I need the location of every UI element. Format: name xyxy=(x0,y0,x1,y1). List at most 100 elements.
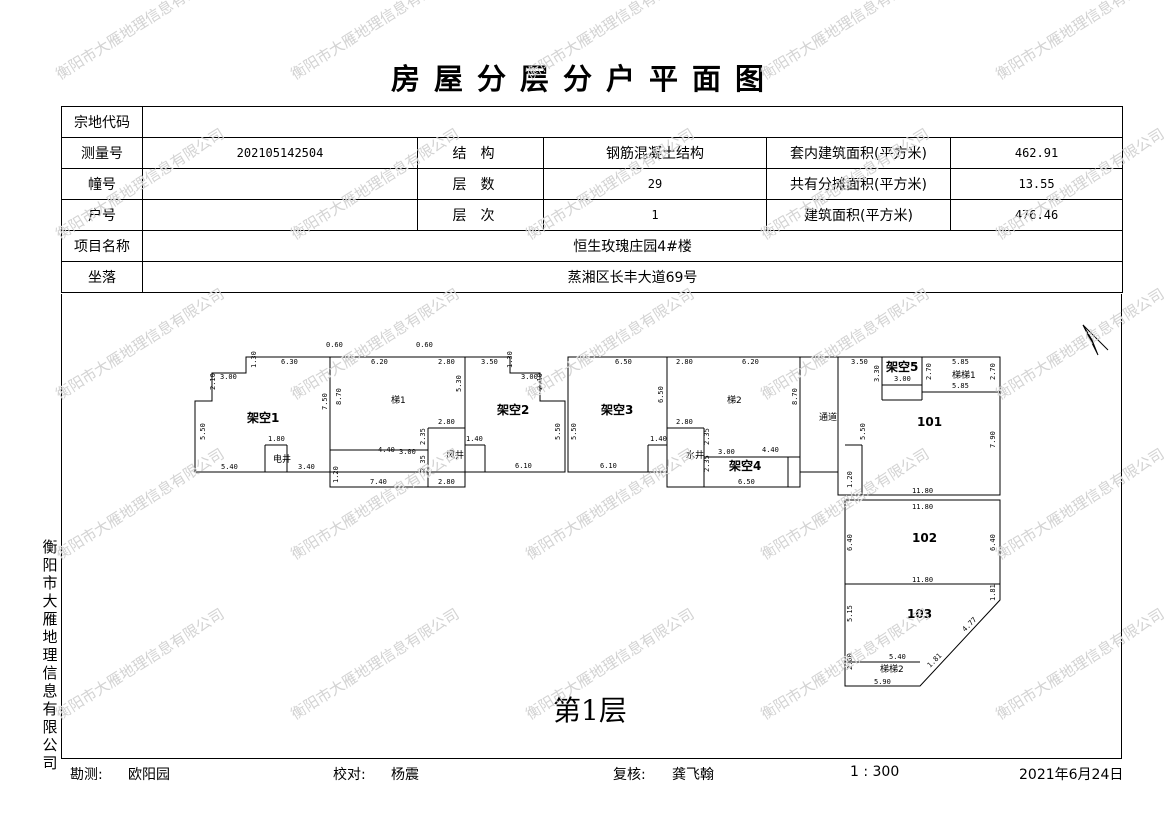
plan-wall-stair1-bottom xyxy=(329,472,466,488)
dim-label: 1.80 xyxy=(268,435,285,443)
dim-label: 1.30 xyxy=(250,351,258,368)
structure-value: 钢筋混凝土结构 xyxy=(543,137,767,169)
parcel-code-label: 宗地代码 xyxy=(61,106,143,138)
dim-label: 5.90 xyxy=(874,678,891,686)
dim-label: 3.00 xyxy=(718,448,735,456)
dim-label: 5.40 xyxy=(889,653,906,661)
dim-label: 4.77 xyxy=(961,616,979,634)
checker-label: 校对: xyxy=(333,767,366,783)
drawing-frame xyxy=(61,294,1122,759)
dim-label: 4.40 xyxy=(762,446,779,454)
dim-label: 8.70 xyxy=(791,388,799,405)
dim-label: 6.50 xyxy=(738,478,755,486)
building-label: 幢号 xyxy=(61,168,143,200)
watermark-text: 衡阳市大雁地理信息有限公司 xyxy=(53,125,228,244)
north-arrow-line xyxy=(1082,324,1109,351)
scale-text: 1 : 300 xyxy=(850,764,900,780)
building-area-value: 476.46 xyxy=(949,199,1124,231)
plan-wall-stair2 xyxy=(666,356,801,488)
dim-label: 2.80 xyxy=(676,418,693,426)
plan-wall-jiakong2 xyxy=(465,356,566,473)
watermark-text: 衡阳市大雁地理信息有限公司 xyxy=(758,0,933,83)
watermark-text: 衡阳市大雁地理信息有限公司 xyxy=(288,605,463,724)
room-label: 架空4 xyxy=(728,458,761,473)
dim-label: 5.50 xyxy=(199,423,207,440)
room-label: 102 xyxy=(912,531,937,545)
watermark-text: 衡阳市大雁地理信息有限公司 xyxy=(758,285,933,404)
room-label: 梯2 xyxy=(727,394,742,406)
dim-label: 2.80 xyxy=(438,358,455,366)
dim-label: 3.00 xyxy=(894,375,911,383)
dim-label: 11.80 xyxy=(912,487,933,495)
room-label: 103 xyxy=(907,607,932,621)
dim-label: 6.40 xyxy=(989,534,997,551)
watermark-text: 衡阳市大雁地理信息有限公司 xyxy=(53,285,228,404)
room-label: 风井 xyxy=(446,449,464,461)
watermark-text: 衡阳市大雁地理信息有限公司 xyxy=(53,0,228,83)
dim-label: 5.15 xyxy=(846,605,854,622)
watermark-text: 衡阳市大雁地理信息有限公司 xyxy=(523,0,698,83)
dim-label: 4.40 xyxy=(378,446,395,454)
page-title: 房屋分层分户平面图 xyxy=(390,62,778,96)
dim-label: 0.60 xyxy=(416,341,433,349)
dim-label: 2.80 xyxy=(438,418,455,426)
dim-label: 2.10 xyxy=(209,373,217,390)
dim-label: 1.40 xyxy=(466,435,483,443)
dim-label: 1.20 xyxy=(846,471,854,488)
watermark-text: 衡阳市大雁地理信息有限公司 xyxy=(288,125,463,244)
room-label: 电井 xyxy=(273,453,291,465)
dim-label: 2.70 xyxy=(925,363,933,380)
dim-label: 6.50 xyxy=(615,358,632,366)
dim-label: 7.90 xyxy=(989,431,997,448)
dim-label: 6.10 xyxy=(515,462,532,470)
dim-label: 3.30 xyxy=(873,365,881,382)
dim-label: 0.60 xyxy=(326,341,343,349)
dim-label: 1.20 xyxy=(332,466,340,483)
project-label: 项目名称 xyxy=(61,230,143,262)
dim-label: 2.10 xyxy=(536,373,544,390)
dim-label: 6.10 xyxy=(600,462,617,470)
watermark-text: 衡阳市大雁地理信息有限公司 xyxy=(993,285,1168,404)
dim-label: 6.20 xyxy=(371,358,388,366)
room-label: 架空5 xyxy=(885,359,918,374)
reviewer-label: 复核: xyxy=(613,767,646,783)
checker-name: 杨震 xyxy=(391,767,419,783)
dim-label: 3.00 xyxy=(220,373,237,381)
dim-label: 2.80 xyxy=(676,358,693,366)
dim-label: 5.30 xyxy=(455,375,463,392)
room-label: 梯梯1 xyxy=(952,369,976,381)
room-label: 架空2 xyxy=(496,402,529,417)
dim-label: 8.70 xyxy=(335,388,343,405)
room-label: 101 xyxy=(917,415,942,429)
dim-label: 3.50 xyxy=(481,358,498,366)
dim-label: 1.30 xyxy=(506,351,514,368)
watermark-text: 衡阳市大雁地理信息有限公司 xyxy=(53,605,228,724)
room-label: 架空3 xyxy=(600,402,633,417)
dim-label: 2.35 xyxy=(419,455,427,472)
inner-area-value: 462.91 xyxy=(949,137,1124,169)
watermark-text: 衡阳市大雁地理信息有限公司 xyxy=(993,605,1168,724)
dim-label: 11.80 xyxy=(912,503,933,511)
room-label: 水井 xyxy=(686,449,704,461)
plan-wall-101 xyxy=(837,356,1001,496)
reviewer-name: 龚飞翰 xyxy=(672,767,714,783)
room-label: 通道 xyxy=(819,411,837,423)
surveyor-name: 欧阳园 xyxy=(128,767,170,783)
dim-label: 11.80 xyxy=(912,576,933,584)
dim-label: 2.60 xyxy=(846,653,854,670)
dim-label: 3.00 xyxy=(521,373,538,381)
watermark-text: 衡阳市大雁地理信息有限公司 xyxy=(288,285,463,404)
dim-label: 6.30 xyxy=(281,358,298,366)
room-label: 架空1 xyxy=(246,410,279,425)
dim-label: 5.85 xyxy=(952,382,969,390)
dim-label: 1.40 xyxy=(650,435,667,443)
dim-label: 6.40 xyxy=(846,534,854,551)
dim-label: 1.81 xyxy=(989,584,997,601)
dim-label: 2.80 xyxy=(438,478,455,486)
surveyor-label: 勘测: xyxy=(70,767,103,783)
watermark-text: 衡阳市大雁地理信息有限公司 xyxy=(993,125,1168,244)
location-value: 蒸湘区长丰大道69号 xyxy=(141,261,1124,293)
date-text: 2021年6月24日 xyxy=(1019,767,1124,783)
watermark-text: 衡阳市大雁地理信息有限公司 xyxy=(993,445,1168,564)
